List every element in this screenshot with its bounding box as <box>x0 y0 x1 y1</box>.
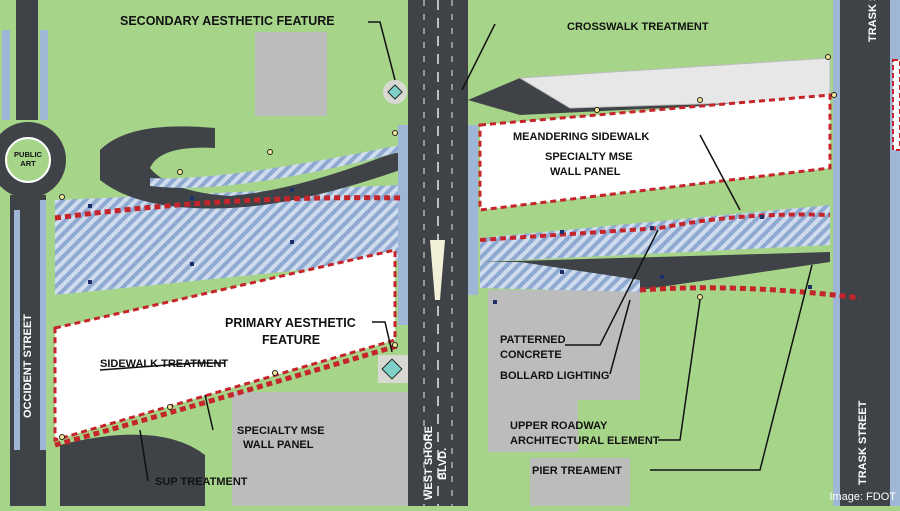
mse-top-label: WALL PANEL <box>550 166 621 178</box>
leader-mse-bottom <box>204 394 214 431</box>
building <box>232 392 412 506</box>
bollard-lighting-label: BOLLARD LIGHTING <box>500 370 609 382</box>
primary-aesthetic-feature-icon <box>381 358 403 380</box>
mse-bottom-label: WALL PANEL <box>243 439 314 451</box>
trask-sidewalk <box>890 0 900 506</box>
occident-street-label: OCCIDENT STREET <box>22 314 34 418</box>
leader-primary <box>372 321 393 353</box>
image-credit: Image: FDOT <box>829 491 896 503</box>
leader-sidewalk <box>99 362 225 371</box>
patterned-concrete-label: CONCRETE <box>500 349 562 361</box>
building <box>255 32 327 116</box>
leader-lines <box>99 21 813 482</box>
mse-top-label: SPECIALTY MSE <box>545 151 633 163</box>
leader-patterned <box>565 229 659 346</box>
crosswalk-label: CROSSWALK TREATMENT <box>567 21 709 33</box>
curved-road <box>100 126 400 209</box>
mse-bottom-label: SPECIALTY MSE <box>237 425 325 437</box>
sup-line <box>54 195 401 221</box>
buildings <box>232 32 640 506</box>
occident-street-north <box>16 0 38 120</box>
trask-street-label: TRASK STREET <box>857 400 869 485</box>
crosswalk-marks <box>2 30 48 450</box>
leader-meandering <box>699 134 741 211</box>
building <box>488 290 640 452</box>
west-shore-label: WEST SHORE <box>423 426 435 500</box>
pier-treatment-label: PIER TREAMENT <box>532 465 622 477</box>
west-shore-label: BLVD. <box>437 448 449 480</box>
sidewalk-east <box>480 262 640 292</box>
underpass-paving-east <box>480 205 830 262</box>
meandering-label: MEANDERING SIDEWALK <box>513 131 649 143</box>
patterned-concrete-label: PATTERNED <box>500 334 566 346</box>
trask-street-top-label: TRASK ST <box>867 0 879 42</box>
secondary-feature-label: SECONDARY AESTHETIC FEATURE <box>120 14 335 28</box>
meandering-sidewalk-line <box>479 212 831 242</box>
west-shore-sidewalk <box>398 125 408 325</box>
roundabout-island <box>5 137 51 183</box>
upper-roadway-label: ARCHITECTURAL ELEMENT <box>510 435 660 447</box>
pier-markers <box>88 188 812 304</box>
bollard-lights <box>59 54 837 440</box>
west-shore-sidewalk <box>468 125 478 295</box>
building <box>530 458 630 506</box>
leader-secondary <box>368 21 396 81</box>
shadow-patch <box>60 434 205 506</box>
leader-sup <box>139 429 149 482</box>
sup-treatment-label: SUP TREATMENT <box>155 476 248 488</box>
sup-line-south <box>54 342 401 448</box>
secondary-aesthetic-feature-icon <box>387 84 403 100</box>
primary-feature-label: FEATURE <box>262 333 320 347</box>
mse-wall-panel-northeast <box>478 93 832 212</box>
mse-wall-edge <box>892 59 900 151</box>
sidewalk-treatment-label: SIDEWALK TREATMENT <box>100 358 228 370</box>
public-art-label: PUBLIC <box>14 150 43 159</box>
mse-wall-panel-southwest <box>53 248 397 443</box>
primary-feature-label: PRIMARY AESTHETIC <box>225 316 356 330</box>
leader-bollard <box>609 299 631 375</box>
trask-lower <box>855 300 885 506</box>
upper-roadway-label: UPPER ROADWAY <box>510 420 608 432</box>
curved-sidewalk <box>150 145 400 188</box>
leader-crosswalk <box>461 23 496 91</box>
leader-pier <box>650 264 813 471</box>
median <box>430 240 445 300</box>
public-art-label: ART <box>20 159 36 168</box>
sup-line-east <box>639 285 861 301</box>
leader-upper <box>658 299 701 441</box>
trask-sidewalk <box>833 0 840 506</box>
